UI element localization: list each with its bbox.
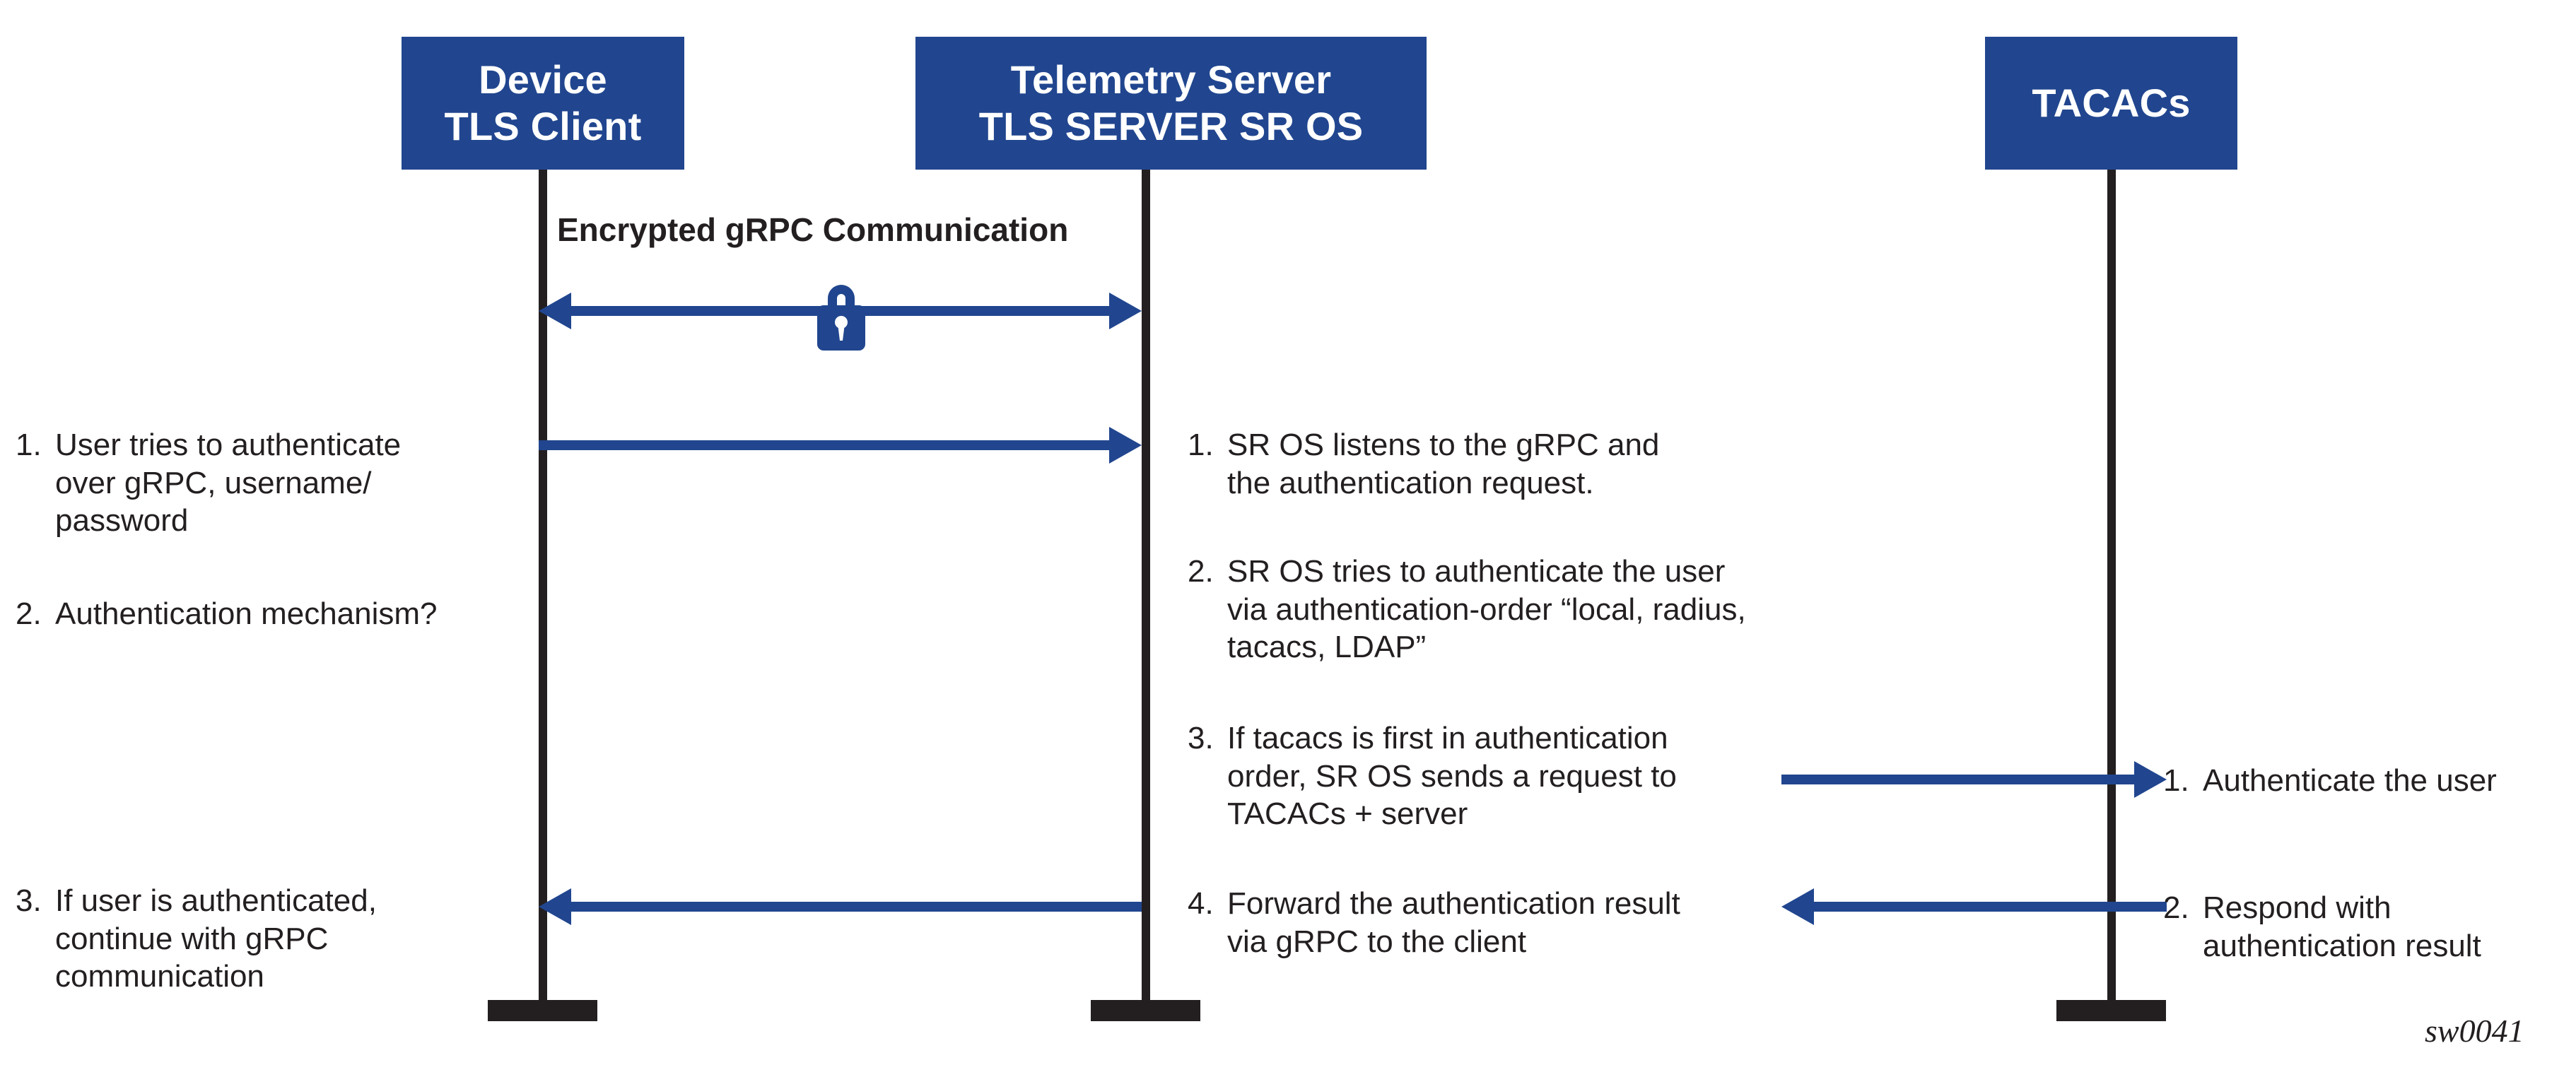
arrow-shaft (1811, 902, 2167, 912)
arrow-shaft (568, 902, 1142, 912)
lock-icon (804, 277, 878, 353)
tacacs-step-2-text: Respond with authentication result (2203, 890, 2481, 963)
server-step-4-number: 4. (1188, 886, 1214, 921)
server-step-2-text: SR OS tries to authenticate the user via… (1227, 554, 1746, 665)
lifeline-foot-device (488, 1000, 597, 1021)
server-step-4: 4. Forward the authentication result via… (1188, 885, 1810, 960)
server-step-4-text: Forward the authentication result via gR… (1227, 886, 1680, 959)
server-step-3: 3. If tacacs is first in authentication … (1188, 719, 1810, 833)
lifeline-telemetry (1142, 170, 1150, 1008)
actor-device-line1: Device (479, 57, 607, 102)
server-step-1: 1. SR OS listens to the gRPC and the aut… (1188, 426, 1824, 502)
arrow-shaft (539, 440, 1112, 450)
lifeline-foot-telemetry (1091, 1000, 1200, 1021)
tacacs-step-2: 2. Respond with authentication result (2163, 889, 2566, 965)
arrowhead-right-icon (2134, 761, 2167, 798)
lifeline-device (539, 170, 547, 1008)
client-step-2-text: Authentication mechanism? (55, 596, 438, 631)
server-step-3-text: If tacacs is first in authentication ord… (1227, 721, 1677, 832)
lifeline-tacacs (2107, 170, 2116, 1008)
arrowhead-left-icon (539, 293, 571, 329)
server-step-2: 2. SR OS tries to authenticate the user … (1188, 553, 1859, 666)
arrowhead-left-icon (1781, 888, 1814, 925)
tacacs-step-1-text: Authenticate the user (2203, 763, 2497, 798)
client-step-3: 3. If user is authenticated, continue wi… (16, 882, 525, 996)
client-step-1-number: 1. (16, 428, 42, 462)
actor-device-line2: TLS Client (444, 104, 642, 148)
actor-telemetry-line2: TLS SERVER SR OS (978, 104, 1364, 148)
client-step-1-text: User tries to authenticate over gRPC, us… (55, 428, 402, 539)
encrypted-channel-label: Encrypted gRPC Communication (557, 211, 1069, 248)
arrowhead-right-icon (1109, 293, 1142, 329)
actor-box-telemetry-server: Telemetry Server TLS SERVER SR OS (915, 37, 1427, 170)
server-step-1-text: SR OS listens to the gRPC and the authen… (1227, 428, 1660, 500)
actor-box-device: Device TLS Client (402, 37, 684, 170)
actor-telemetry-line1: Telemetry Server (1010, 57, 1332, 102)
client-step-2: 2. Authentication mechanism? (16, 595, 525, 633)
arrowhead-right-icon (1109, 427, 1142, 464)
arrow-shaft (1781, 775, 2137, 784)
actor-tacacs-line1: TACACs (2032, 80, 2191, 125)
figure-caption: sw0041 (2425, 1013, 2524, 1049)
server-step-1-number: 1. (1188, 428, 1214, 462)
lifeline-foot-tacacs (2056, 1000, 2166, 1021)
tacacs-step-1-number: 1. (2163, 763, 2189, 798)
server-step-3-number: 3. (1188, 721, 1214, 755)
client-step-2-number: 2. (16, 596, 42, 631)
actor-box-tacacs: TACACs (1985, 37, 2237, 170)
client-step-3-text: If user is authenticated, continue with … (55, 883, 377, 994)
tacacs-step-1: 1. Authenticate the user (2163, 762, 2566, 800)
client-step-1: 1. User tries to authenticate over gRPC,… (16, 426, 525, 540)
client-step-3-number: 3. (16, 883, 42, 918)
tacacs-step-2-number: 2. (2163, 890, 2189, 925)
server-step-2-number: 2. (1188, 554, 1214, 589)
arrowhead-left-icon (539, 888, 571, 925)
